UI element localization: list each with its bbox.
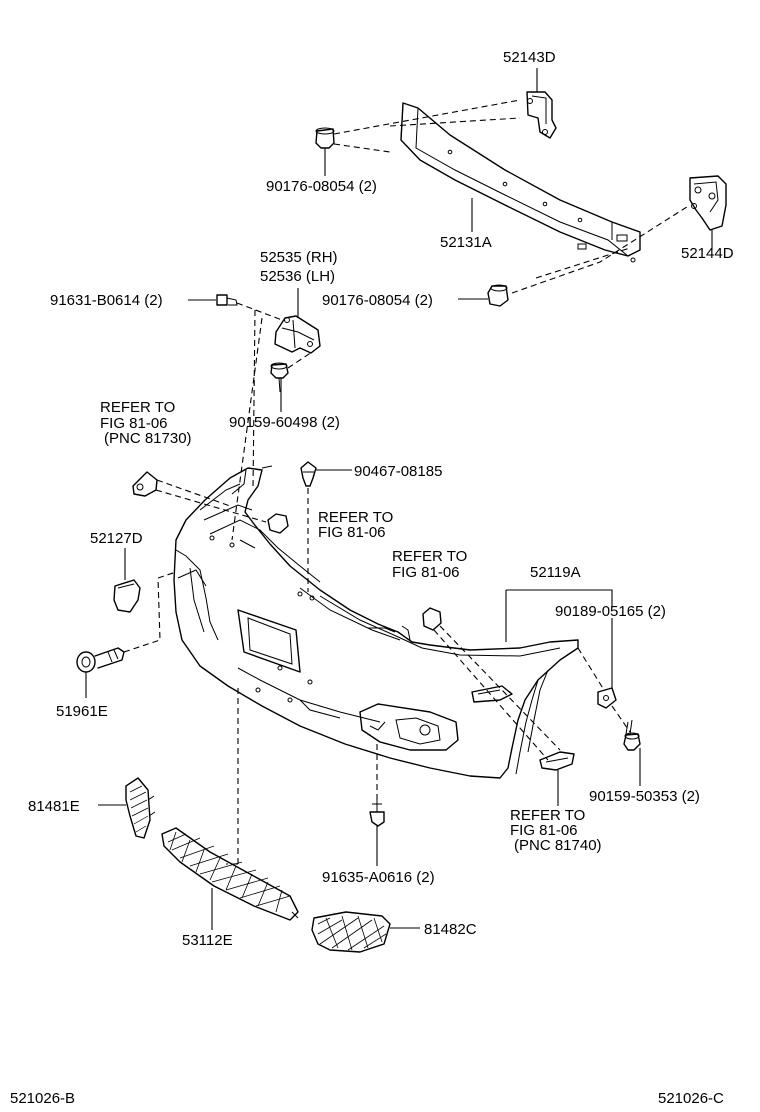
grille-cover-81481E (125, 777, 156, 839)
label-ref-center-line1: REFER TO (392, 548, 467, 565)
label-52143D: 52143D (503, 49, 556, 66)
assembly-lines (123, 99, 691, 865)
label-52131A: 52131A (440, 234, 492, 251)
label-90159-60498: 90159-60498 (2) (229, 414, 340, 431)
label-51961E: 51961E (56, 703, 108, 720)
label-90159-50353: 90159-50353 (2) (589, 788, 700, 805)
bracket-52144D (689, 175, 727, 231)
label-ref-81740-line2: FIG 81-06 (510, 822, 578, 839)
grille-cover-81482C (311, 911, 391, 953)
cover-52127D (113, 579, 141, 613)
bracket-52143D (526, 91, 557, 139)
label-ref-mid-line2: FIG 81-06 (318, 524, 386, 541)
label-ref-center-line2: FIG 81-06 (392, 564, 460, 581)
label-ref-81740-line1: REFER TO (510, 807, 585, 824)
label-ref-81730-line2: FIG 81-06 (100, 415, 168, 432)
label-90176-mid: 90176-08054 (2) (322, 292, 433, 309)
label-52119A: 52119A (530, 564, 581, 581)
label-ref-mid-line1: REFER TO (318, 509, 393, 526)
label-91635: 91635-A0616 (2) (322, 869, 435, 886)
retainer-90189 (597, 687, 617, 709)
screw-90159-50353 (623, 719, 641, 751)
clip-90176-middle (487, 284, 509, 307)
diagram-code-left: 521026-B (10, 1090, 75, 1107)
retainer-52535 (274, 315, 321, 354)
label-90189: 90189-05165 (2) (555, 603, 666, 620)
diagram-code-right: 521026-C (658, 1090, 724, 1107)
label-52144D: 52144D (681, 245, 734, 262)
label-90467: 90467-08185 (354, 463, 442, 480)
bumper-reinforcement-52131A (400, 102, 641, 263)
label-81482C: 81482C (424, 921, 477, 938)
label-52536: 52536 (LH) (260, 268, 335, 285)
clip-refer-fig-center (422, 607, 442, 631)
bolt-91631 (216, 294, 238, 306)
bolt-91635 (369, 800, 385, 827)
bumper-seal-81730 (132, 471, 158, 497)
grille-53112E (161, 827, 299, 921)
label-53112E: 53112E (182, 932, 233, 949)
screw-90159-60498 (270, 362, 289, 393)
label-ref-81730-line1: REFER TO (100, 399, 175, 416)
clip-90176-top (315, 127, 335, 149)
leader-lines (85, 68, 713, 930)
label-ref-81730-line3: (PNC 81730) (104, 430, 192, 447)
label-ref-81740-line3: (PNC 81740) (514, 837, 602, 854)
label-90176-top: 90176-08054 (2) (266, 178, 377, 195)
label-52127D: 52127D (90, 530, 143, 547)
label-81481E: 81481E (28, 798, 80, 815)
clip-refer-fig-mid (267, 513, 289, 534)
label-91631: 91631-B0614 (2) (50, 292, 163, 309)
label-52535: 52535 (RH) (260, 249, 338, 266)
bumper-seal-81740 (539, 751, 575, 771)
bumper-cover-52119A (173, 465, 579, 779)
towing-eye-51961E (76, 647, 125, 673)
clip-90467 (300, 461, 317, 487)
